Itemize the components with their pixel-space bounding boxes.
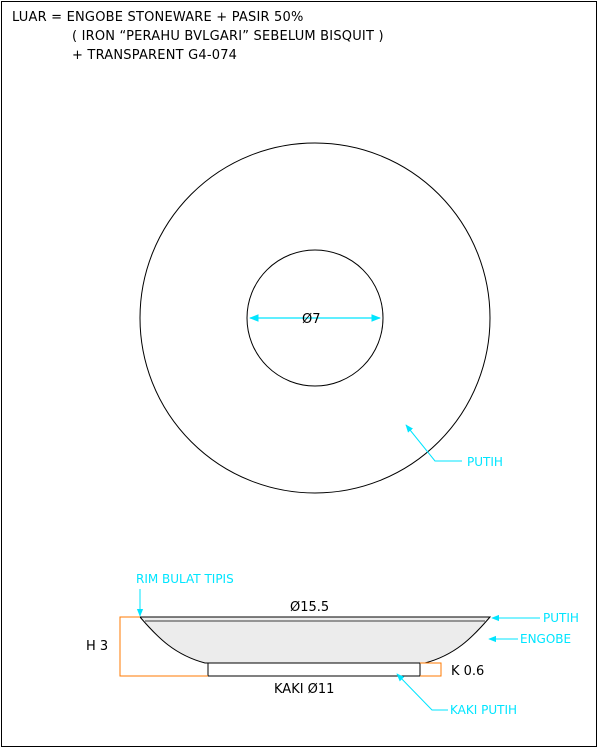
height-label: H 3 xyxy=(86,639,108,654)
inner-diameter-label: Ø7 xyxy=(302,312,321,327)
note-line-2: ( IRON “PERAHU BVLGARI” SEBELUM BISQUIT … xyxy=(72,29,384,44)
foot-diameter-label: KAKI Ø11 xyxy=(274,682,334,697)
foot-putih-label: KAKI PUTIH xyxy=(450,703,517,717)
note-line-3: + TRANSPARENT G4-074 xyxy=(72,48,238,63)
height-dimension-bracket xyxy=(119,616,208,677)
putih-top-label: PUTIH xyxy=(467,455,503,469)
putih-top-leader xyxy=(405,424,462,462)
rim-label: RIM BULAT TIPIS xyxy=(136,572,234,586)
putih-rim-label: PUTIH xyxy=(543,611,579,625)
foot-height-bracket xyxy=(420,662,442,677)
foot-height-label: K 0.6 xyxy=(451,664,484,679)
note-line-1: LUAR = ENGOBE STONEWARE + PASIR 50% xyxy=(12,10,304,25)
foot-ring xyxy=(207,662,421,677)
inner-foot-circle xyxy=(246,249,384,387)
bowl-section xyxy=(138,616,492,664)
top-diameter-label: Ø15.5 xyxy=(290,600,329,615)
engobe-label: ENGOBE xyxy=(520,632,571,646)
outer-rim-circle xyxy=(139,142,491,494)
foot-putih-leader xyxy=(396,673,448,711)
